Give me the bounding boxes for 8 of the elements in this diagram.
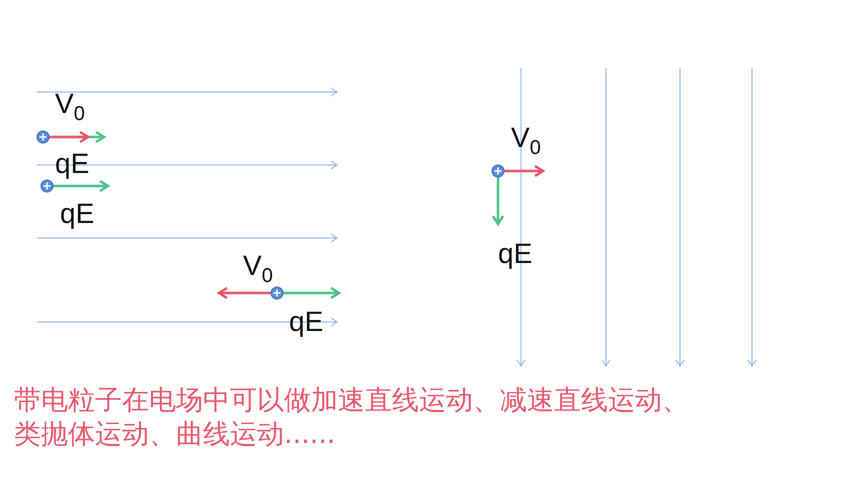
- vector-label: qE: [498, 240, 532, 268]
- vector-label: qE: [60, 200, 94, 228]
- vector-label: V$_{0}$: [55, 90, 85, 124]
- vector-label: qE: [289, 308, 324, 336]
- vector-label: qE: [55, 150, 90, 178]
- caption: 带电粒子在电场中可以做加速直线运动、减速直线运动、类抛体运动、曲线运动......: [14, 384, 690, 452]
- vector-label: V$_{0}$: [511, 124, 541, 158]
- vector-label: V$_{0}$: [243, 252, 273, 286]
